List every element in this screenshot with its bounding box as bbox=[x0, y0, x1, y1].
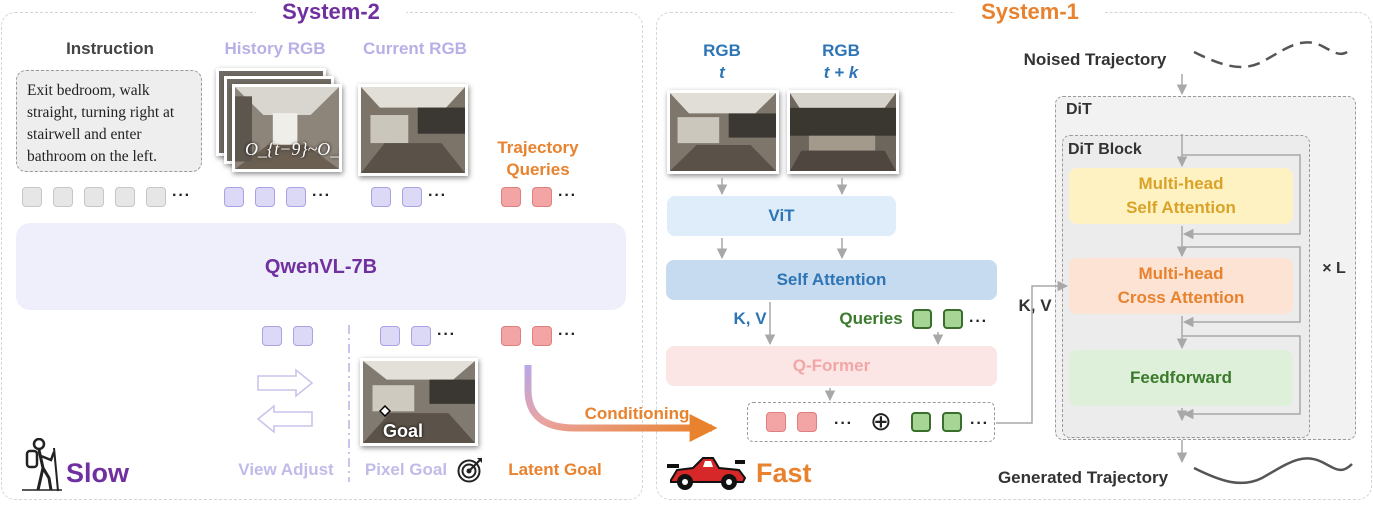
rgb-t-label: RGB t bbox=[680, 40, 764, 84]
query-cond-token bbox=[942, 412, 962, 432]
trajectory-queries-label: Trajectory Queries bbox=[488, 137, 588, 181]
query-ellipsis: ··· bbox=[969, 313, 988, 330]
query-cond-ellipsis: ··· bbox=[970, 415, 989, 432]
queries-label: Queries bbox=[839, 309, 903, 328]
instruction-label: Instruction bbox=[66, 39, 154, 58]
dit-block-label: DiT Block bbox=[1068, 141, 1142, 158]
view-adjust-token bbox=[293, 326, 313, 346]
view-adjust-token bbox=[262, 326, 282, 346]
diamond-marker-icon bbox=[379, 405, 391, 417]
generated-trajectory-curve bbox=[1193, 457, 1353, 485]
current-rgb-label: Current RGB bbox=[363, 39, 467, 58]
rgb-t-image bbox=[667, 90, 779, 174]
noised-trajectory-label: Noised Trajectory bbox=[1023, 50, 1167, 69]
history-image-1: O_{t−9}~O_{t−1} bbox=[232, 84, 342, 172]
instruction-token bbox=[84, 187, 104, 207]
query-token bbox=[943, 309, 963, 329]
pixel-goal-label: Pixel Goal bbox=[364, 460, 448, 479]
vit-block: ViT bbox=[667, 196, 896, 236]
rgb-tk-text: RGB bbox=[822, 41, 860, 60]
times-l-label: × L bbox=[1322, 260, 1346, 277]
qwenvl-block: QwenVL-7B bbox=[16, 223, 626, 310]
feedforward-label: Feedforward bbox=[1129, 368, 1233, 387]
mhsa-block: Multi-head Self Attention bbox=[1069, 168, 1293, 224]
current-token bbox=[371, 187, 391, 207]
vit-label: ViT bbox=[768, 206, 795, 225]
oplus-icon: ⊕ bbox=[870, 406, 892, 436]
pixel-goal-image: Goal bbox=[360, 358, 478, 446]
latent-goal-cond-token bbox=[766, 412, 786, 432]
conditioning-label: Conditioning bbox=[584, 404, 690, 423]
rgb-tk-label: RGB t + k bbox=[799, 40, 883, 84]
instruction-token bbox=[146, 187, 166, 207]
fast-label: Fast bbox=[756, 458, 812, 488]
mhsa-label: Multi-head Self Attention bbox=[1126, 174, 1236, 217]
goal-label: Goal bbox=[383, 421, 424, 441]
trajectory-query-token bbox=[501, 187, 521, 207]
slow-label: Slow bbox=[66, 458, 130, 488]
qformer-label: Q-Former bbox=[792, 356, 871, 375]
query-cond-token bbox=[911, 412, 931, 432]
query-token bbox=[912, 309, 932, 329]
cond-token-ellipsis: ··· bbox=[834, 415, 853, 432]
mhca-block: Multi-head Cross Attention bbox=[1069, 258, 1293, 314]
race-car-icon bbox=[667, 457, 747, 490]
instruction-token-ellipsis: ··· bbox=[172, 187, 191, 204]
feedforward-block: Feedforward bbox=[1069, 350, 1293, 406]
current-token-ellipsis: ··· bbox=[428, 187, 447, 204]
history-overlay-text: O_{t−9}~O_{t−1} bbox=[245, 139, 340, 159]
rgb-t-subscript: t bbox=[719, 63, 725, 82]
system1-title: System-1 bbox=[955, 0, 1105, 24]
latent-goal-token bbox=[501, 326, 521, 346]
history-token bbox=[286, 187, 306, 207]
rgb-t-text: RGB bbox=[703, 41, 741, 60]
noised-trajectory-curve bbox=[1193, 41, 1353, 69]
rgb-tk-subscript: t + k bbox=[823, 63, 859, 82]
qformer-block: Q-Former bbox=[666, 346, 997, 386]
trajectory-queries-text: Trajectory Queries bbox=[497, 138, 579, 179]
latent-goal-label: Latent Goal bbox=[508, 460, 602, 479]
history-token bbox=[255, 187, 275, 207]
instruction-token bbox=[22, 187, 42, 207]
dit-label: DiT bbox=[1066, 101, 1092, 118]
system2-title: System-2 bbox=[256, 0, 406, 24]
generated-trajectory-label: Generated Trajectory bbox=[997, 468, 1169, 487]
self-attention-label: Self Attention bbox=[776, 270, 887, 289]
hiker-icon bbox=[22, 438, 62, 492]
current-rgb-image bbox=[358, 84, 468, 176]
pixel-goal-token bbox=[411, 326, 431, 346]
qwenvl-label: QwenVL-7B bbox=[264, 255, 378, 278]
history-rgb-label: History RGB bbox=[224, 39, 326, 58]
target-icon bbox=[457, 458, 482, 483]
kv-label: K, V bbox=[733, 309, 767, 328]
current-token bbox=[402, 187, 422, 207]
instruction-token bbox=[53, 187, 73, 207]
instruction-token bbox=[115, 187, 135, 207]
mhca-label: Multi-head Cross Attention bbox=[1117, 264, 1245, 307]
instruction-textbox: Exit bedroom, walk straight, turning rig… bbox=[16, 70, 202, 172]
pixel-goal-ellipsis: ··· bbox=[437, 326, 456, 343]
latent-goal-token bbox=[532, 326, 552, 346]
pixel-goal-token bbox=[380, 326, 400, 346]
rgb-tk-image bbox=[787, 90, 899, 174]
latent-goal-cond-token bbox=[797, 412, 817, 432]
self-attention-block: Self Attention bbox=[666, 260, 997, 300]
trajectory-query-ellipsis: ··· bbox=[558, 187, 577, 204]
latent-goal-ellipsis: ··· bbox=[558, 326, 577, 343]
history-token-ellipsis: ··· bbox=[312, 187, 331, 204]
trajectory-query-token bbox=[532, 187, 552, 207]
view-adjust-label: View Adjust bbox=[238, 460, 334, 479]
combined-token-box bbox=[747, 402, 995, 442]
history-token bbox=[224, 187, 244, 207]
kv-right-label: K, V bbox=[1018, 296, 1052, 315]
